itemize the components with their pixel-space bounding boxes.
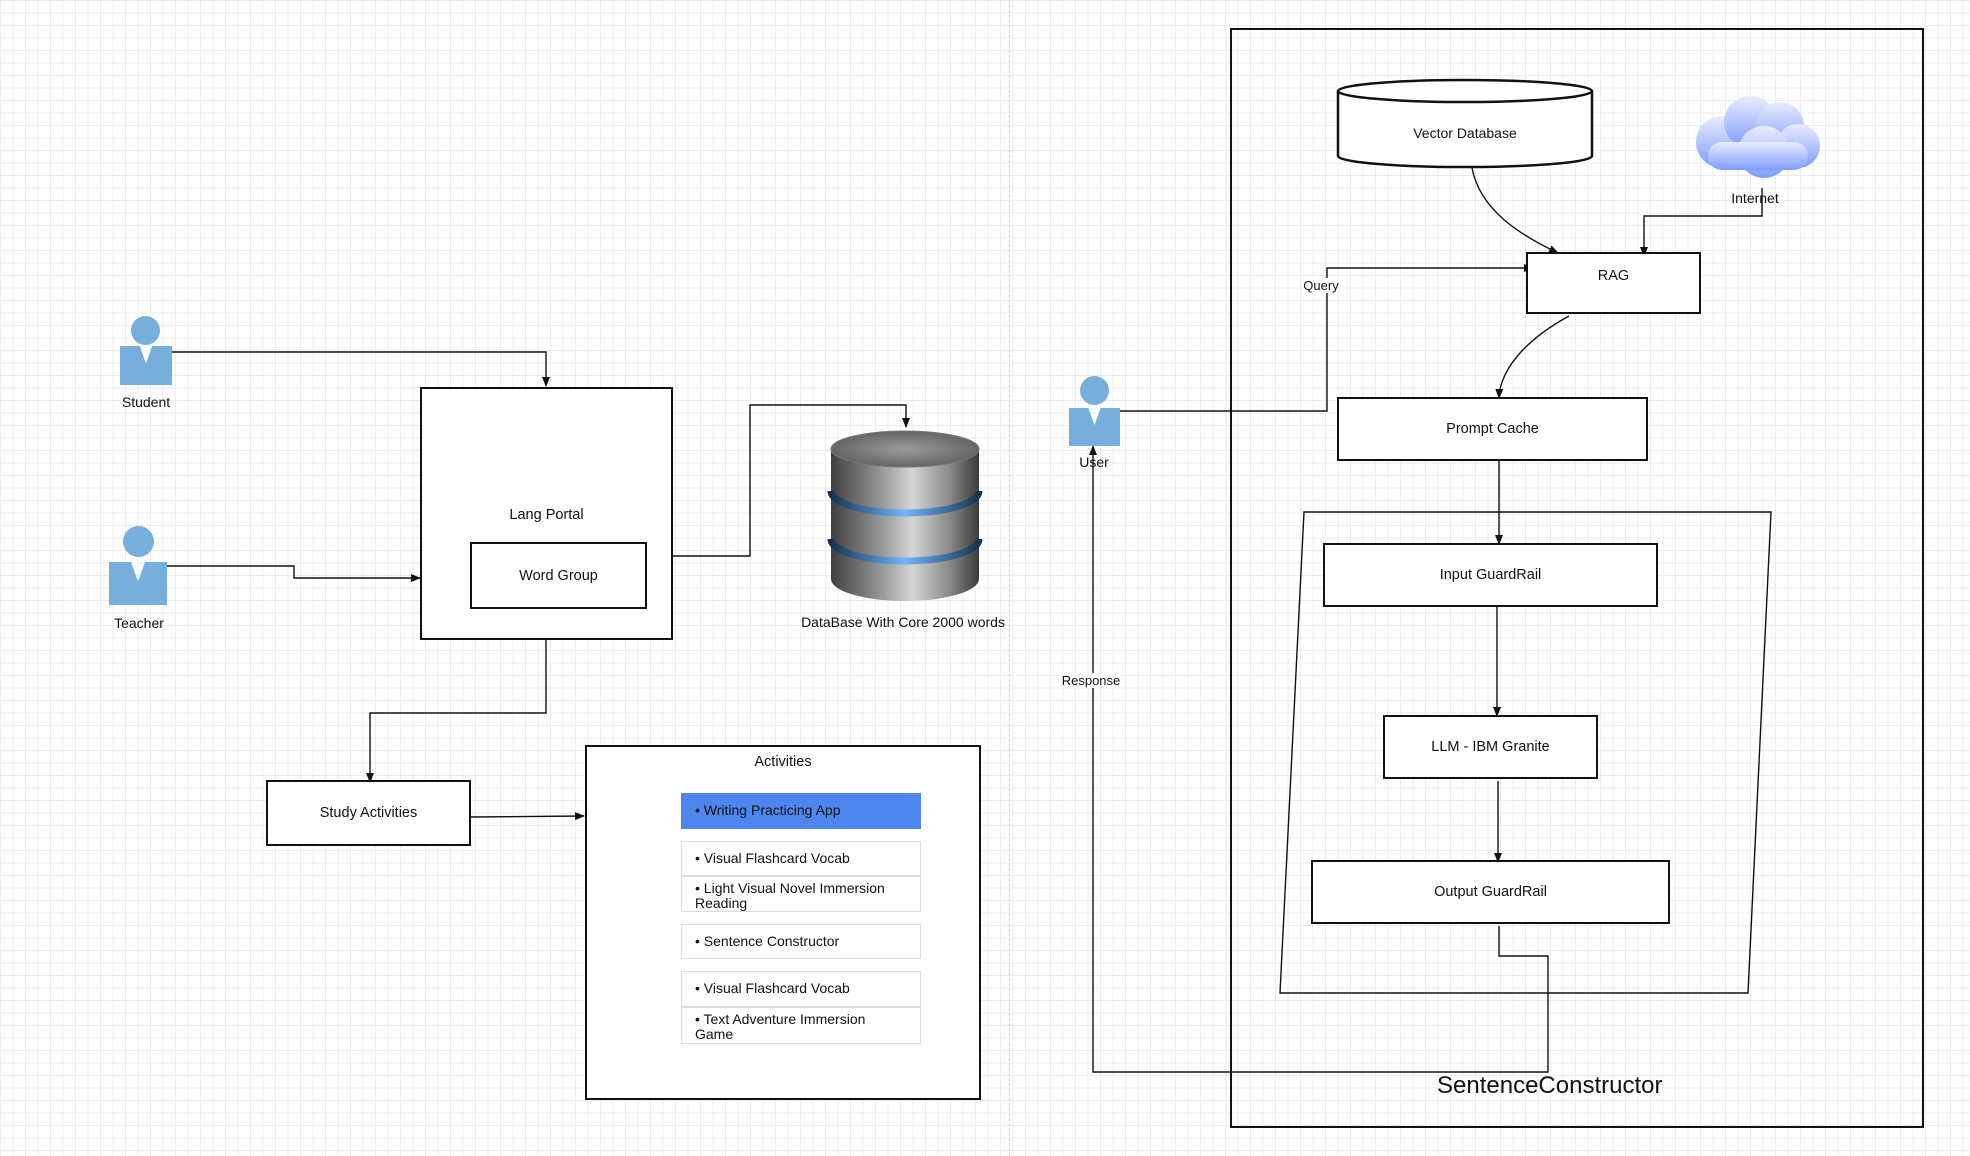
activity-item-visual-flashcard-vocab-2[interactable]: • Visual Flashcard Vocab bbox=[681, 971, 921, 1007]
edge-langportal-database bbox=[671, 404, 910, 557]
activity-item-visual-flashcard-vocab[interactable]: • Visual Flashcard Vocab bbox=[681, 841, 921, 876]
user-label: User bbox=[1079, 454, 1109, 470]
student-label: Student bbox=[121, 394, 171, 410]
sentence-constructor-container bbox=[1230, 28, 1924, 1128]
internet-label: Internet bbox=[1731, 190, 1779, 206]
output-guardrail-box[interactable]: Output GuardRail bbox=[1311, 860, 1670, 924]
input-guardrail-label: Input GuardRail bbox=[1439, 567, 1542, 583]
edge-output-user bbox=[1089, 445, 1549, 1073]
lang-portal-label: Lang Portal bbox=[509, 507, 584, 523]
teacher-label: Teacher bbox=[114, 615, 164, 631]
activities-title: Activities bbox=[754, 754, 812, 770]
cloud-icon bbox=[1696, 96, 1820, 178]
prompt-cache-box[interactable]: Prompt Cache bbox=[1337, 397, 1648, 461]
input-guardrail-box[interactable]: Input GuardRail bbox=[1323, 543, 1658, 607]
llm-box[interactable]: LLM - IBM Granite bbox=[1383, 715, 1598, 779]
rag-box[interactable]: RAG bbox=[1526, 252, 1701, 314]
output-guardrail-label: Output GuardRail bbox=[1434, 884, 1547, 900]
response-edge-label: Response bbox=[1061, 673, 1121, 688]
edge-rag-promptcache bbox=[1495, 315, 1570, 399]
edge-user-rag bbox=[1118, 264, 1534, 412]
word-group-box[interactable]: Word Group bbox=[470, 542, 647, 609]
edge-internet-rag bbox=[1640, 188, 1763, 257]
edge-teacher-langportal bbox=[166, 565, 421, 582]
activity-item-text-adventure[interactable]: • Text Adventure Immersion Game bbox=[681, 1007, 921, 1044]
edge-vectordb-rag bbox=[1471, 167, 1559, 254]
sentence-constructor-title: SentenceConstructor bbox=[1437, 1072, 1663, 1099]
activity-item-sentence-constructor[interactable]: • Sentence Constructor bbox=[681, 924, 921, 959]
llm-label: LLM - IBM Granite bbox=[1431, 739, 1550, 755]
edge-langportal-study bbox=[366, 640, 547, 783]
person-icon bbox=[123, 526, 154, 557]
person-icon bbox=[131, 316, 160, 345]
prompt-cache-label: Prompt Cache bbox=[1446, 421, 1539, 437]
canvas-page-divider bbox=[1009, 0, 1010, 1156]
word-group-label: Word Group bbox=[519, 567, 598, 584]
query-edge-label: Query bbox=[1303, 278, 1339, 293]
edge-study-activities bbox=[470, 812, 585, 821]
study-activities-box[interactable]: Study Activities bbox=[266, 780, 471, 846]
edge-student-langportal bbox=[170, 351, 550, 387]
database-label: DataBase With Core 2000 words bbox=[801, 614, 1005, 630]
vector-database-cylinder-icon bbox=[1336, 78, 1594, 169]
study-activities-label: Study Activities bbox=[319, 805, 418, 821]
rag-label: RAG bbox=[1597, 268, 1630, 284]
vector-database-label: Vector Database bbox=[1413, 125, 1517, 141]
activity-item-writing-practicing-app[interactable]: • Writing Practicing App bbox=[681, 793, 921, 829]
guardrail-group-boundary bbox=[1279, 511, 1772, 994]
activity-item-light-visual-novel[interactable]: • Light Visual Novel Immersion Reading bbox=[681, 876, 921, 912]
person-icon bbox=[1080, 376, 1109, 405]
database-cylinder-icon bbox=[827, 430, 983, 601]
